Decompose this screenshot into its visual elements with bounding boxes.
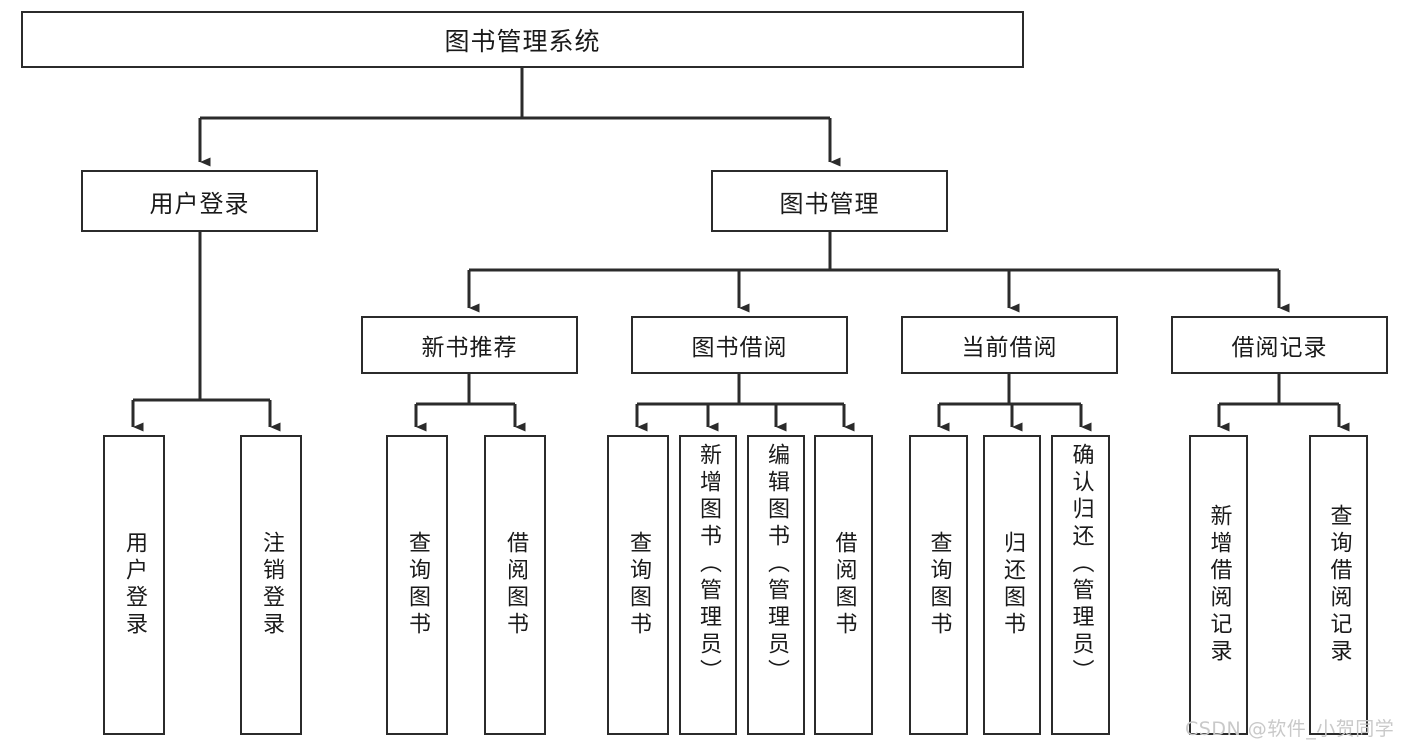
node-label: 查询图书 [405,531,430,639]
leaf-query-book-current[interactable]: 查询图书 [909,435,968,735]
node-label: 用户登录 [149,189,250,218]
node-label: 注销登录 [259,531,284,639]
node-label: 借阅记录 [1231,335,1328,361]
leaf-add-borrow-record[interactable]: 新增借阅记录 [1189,435,1248,735]
leaf-confirm-return-admin[interactable]: 确认归还（管理员） [1051,435,1110,735]
leaf-query-book-borrow[interactable]: 查询图书 [607,435,669,735]
node-label: 查询借阅记录 [1326,504,1352,666]
node-book-management[interactable]: 图书管理 [711,170,948,232]
node-borrow-records[interactable]: 借阅记录 [1171,316,1388,374]
watermark-text: CSDN @软件_小贺同学 [1185,718,1395,740]
node-book-borrow[interactable]: 图书借阅 [631,316,848,374]
node-new-book-recommend[interactable]: 新书推荐 [361,316,578,374]
node-label: 当前借阅 [961,335,1058,361]
node-label: 借阅图书 [831,531,857,639]
node-label: 编辑图书（管理员） [764,443,789,686]
node-label: 新书推荐 [421,335,518,361]
node-label: 图书管理系统 [444,26,601,56]
leaf-return-book[interactable]: 归还图书 [983,435,1041,735]
leaf-logout[interactable]: 注销登录 [240,435,302,735]
leaf-add-book-admin[interactable]: 新增图书（管理员） [679,435,737,735]
node-label: 图书管理 [779,189,880,218]
node-label: 用户登录 [122,531,147,639]
node-label: 新增借阅记录 [1206,504,1232,666]
node-label: 借阅图书 [503,531,528,639]
node-label: 确认归还（管理员） [1068,443,1094,686]
node-label: 查询图书 [626,531,651,639]
node-label: 图书借阅 [691,335,788,361]
leaf-user-login[interactable]: 用户登录 [103,435,165,735]
leaf-borrow-book[interactable]: 借阅图书 [814,435,873,735]
node-user-login[interactable]: 用户登录 [81,170,318,232]
leaf-query-book-recommend[interactable]: 查询图书 [386,435,448,735]
node-label: 查询图书 [926,531,952,639]
leaf-query-borrow-record[interactable]: 查询借阅记录 [1309,435,1368,735]
node-current-borrow[interactable]: 当前借阅 [901,316,1118,374]
leaf-borrow-book-recommend[interactable]: 借阅图书 [484,435,546,735]
node-root-system[interactable]: 图书管理系统 [21,11,1024,68]
node-label: 归还图书 [1000,531,1025,639]
leaf-edit-book-admin[interactable]: 编辑图书（管理员） [747,435,805,735]
node-label: 新增图书（管理员） [696,443,721,686]
